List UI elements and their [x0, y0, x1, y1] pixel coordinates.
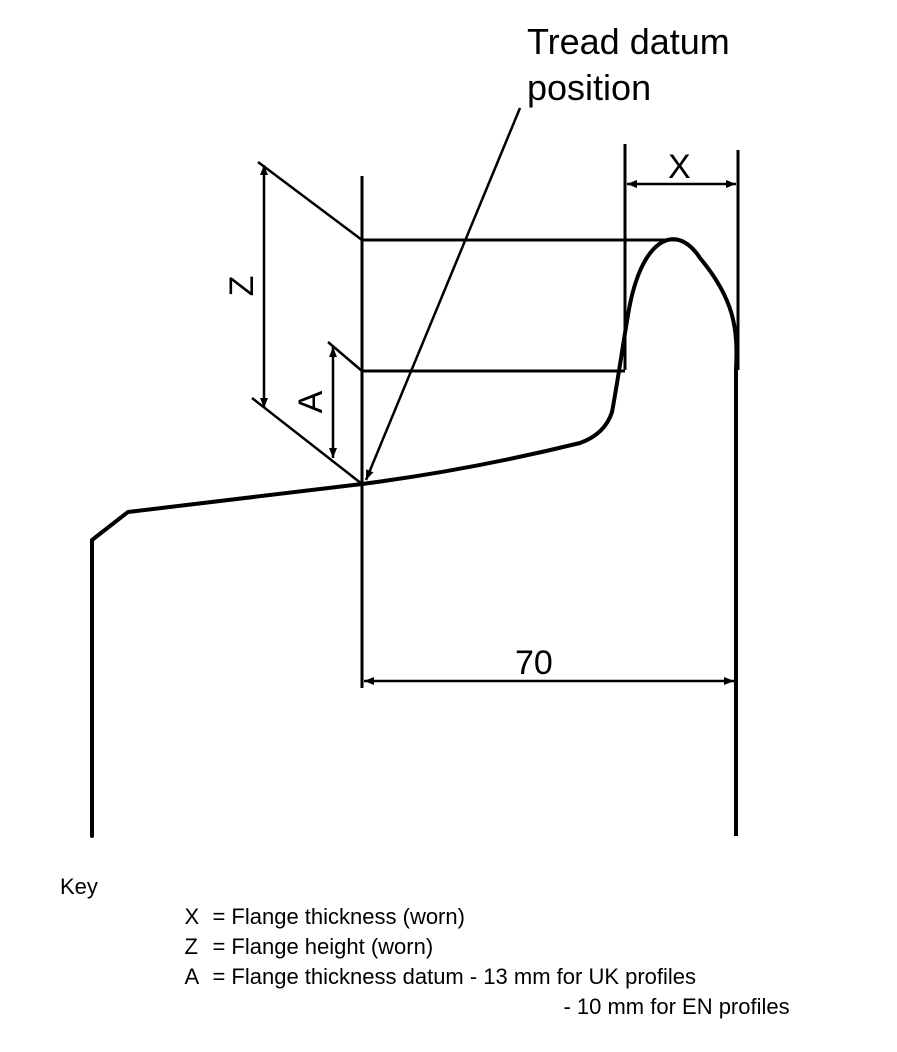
- tread-datum-pointer-arrow: [364, 107, 522, 481]
- tread-datum-label-line2: position: [527, 67, 651, 108]
- width-dimension-label: 70: [515, 644, 553, 682]
- wheel-profile-outline: [90, 237, 739, 838]
- z-dimension-label: Z: [223, 276, 261, 297]
- key-row-z: Z = Flange height (worn): [160, 902, 433, 992]
- key-text: = Flange thickness datum - 13 mm for UK …: [212, 964, 697, 989]
- z-leader-bottom: [251, 397, 363, 485]
- key-symbol: X: [184, 904, 200, 929]
- key-row-x: X = Flange thickness (worn): [160, 872, 465, 962]
- key-symbol: Z: [184, 934, 198, 959]
- key-text: = Flange height (worn): [212, 934, 434, 959]
- key-symbol: A: [184, 964, 200, 989]
- key-text: - 10 mm for EN profiles: [563, 994, 790, 1019]
- z-leader-top: [257, 161, 363, 241]
- tread-datum-label-line1: Tread datum: [527, 21, 730, 62]
- a-leader-top: [327, 341, 363, 372]
- wheel-profile-diagram: Tread datum position X 70 Z A: [90, 21, 740, 838]
- key-title: Key: [60, 874, 98, 899]
- key-text: = Flange thickness (worn): [212, 904, 465, 929]
- x-dimension-label: X: [668, 148, 691, 186]
- key-row-a-en: - 10 mm for EN profiles: [539, 962, 790, 1052]
- a-dimension-label: A: [292, 390, 330, 413]
- key-row-a: A = Flange thickness datum - 13 mm for UK…: [160, 932, 696, 1022]
